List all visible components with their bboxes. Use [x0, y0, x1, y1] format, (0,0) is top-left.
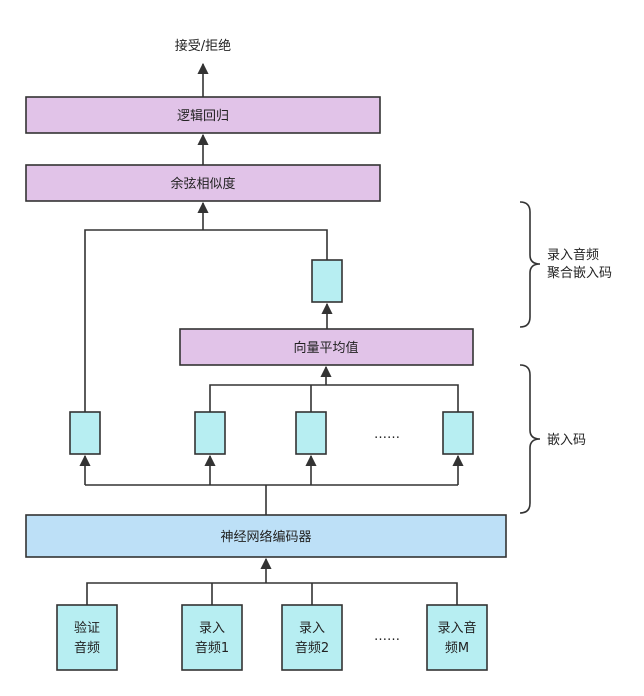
embedding-node-verify	[69, 411, 101, 455]
input-enroll-1-line2: 音频1	[195, 640, 229, 656]
input-enroll-m-line2: 频M	[445, 641, 469, 656]
input-enroll-m-line1: 录入音	[437, 620, 476, 636]
embedding-node-m	[442, 411, 474, 455]
embedding-ellipsis: ……	[374, 427, 400, 442]
input-ellipsis: ……	[374, 629, 400, 644]
input-verify-line2: 音频	[74, 640, 100, 656]
vector-average-node: 向量平均值	[179, 328, 474, 366]
similarity-join-line	[84, 229, 328, 412]
input-node-verify: 验证 音频	[56, 604, 118, 671]
input-node-enroll-2: 录入 音频2	[281, 604, 343, 671]
input-enroll-1-line1: 录入	[199, 621, 225, 636]
brace-top-line1: 录入音频	[547, 247, 599, 263]
input-enroll-2-line2: 音频2	[295, 640, 329, 656]
input-node-enroll-m: 录入音 频M	[426, 604, 488, 671]
brace-top-line2: 聚合嵌入码	[547, 266, 612, 281]
input-node-enroll-1: 录入 音频1	[181, 604, 243, 671]
cosine-similarity-label: 余弦相似度	[170, 176, 235, 192]
logistic-regression-node: 逻辑回归	[25, 96, 381, 134]
embedding-node-2	[295, 411, 327, 455]
embedding-bus-line	[209, 384, 459, 412]
neural-encoder-node: 神经网络编码器	[25, 514, 507, 558]
cosine-similarity-node: 余弦相似度	[25, 164, 381, 202]
brace-embeddings	[519, 364, 541, 514]
input-bus-line	[86, 582, 458, 605]
vector-average-label: 向量平均值	[293, 340, 358, 356]
brace-aggregated	[519, 201, 541, 328]
logistic-regression-label: 逻辑回归	[177, 109, 229, 124]
embedding-node-1	[194, 411, 226, 455]
input-drop-lines	[211, 583, 313, 605]
neural-encoder-label: 神经网络编码器	[220, 529, 311, 545]
aggregated-embedding-node	[311, 259, 343, 303]
input-verify-line1: 验证	[74, 620, 100, 636]
output-label: 接受/拒绝	[175, 38, 231, 54]
input-enroll-2-line1: 录入	[299, 621, 325, 636]
brace-bottom-label: 嵌入码	[547, 433, 586, 448]
